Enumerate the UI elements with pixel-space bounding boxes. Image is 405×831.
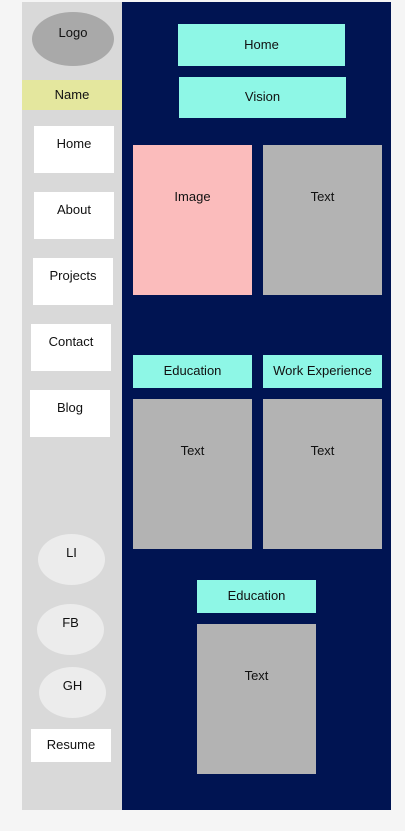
sidebar: Logo Name Home About Projects Contact Bl… xyxy=(22,2,122,810)
nav-contact-button[interactable]: Contact xyxy=(31,324,111,371)
logo[interactable]: Logo xyxy=(32,12,114,66)
home-button[interactable]: Home xyxy=(178,24,345,66)
main-content: Home Vision Image Text Education Work Ex… xyxy=(122,2,391,810)
nav-about-button[interactable]: About xyxy=(34,192,114,239)
work-experience-header[interactable]: Work Experience xyxy=(263,355,382,388)
bottom-education-header[interactable]: Education xyxy=(197,580,316,613)
hero-image-placeholder: Image xyxy=(133,145,252,295)
nav-blog-button[interactable]: Blog xyxy=(30,390,110,437)
hero-text-block: Text xyxy=(263,145,382,295)
education-text-block: Text xyxy=(133,399,252,549)
bottom-text-block: Text xyxy=(197,624,316,774)
nav-projects-button[interactable]: Projects xyxy=(33,258,113,305)
nav-home-button[interactable]: Home xyxy=(34,126,114,173)
name-label: Name xyxy=(22,80,122,110)
resume-button[interactable]: Resume xyxy=(31,729,111,762)
work-experience-text-block: Text xyxy=(263,399,382,549)
facebook-icon[interactable]: FB xyxy=(37,604,104,655)
vision-button[interactable]: Vision xyxy=(179,77,346,118)
education-header[interactable]: Education xyxy=(133,355,252,388)
github-icon[interactable]: GH xyxy=(39,667,106,718)
linkedin-icon[interactable]: LI xyxy=(38,534,105,585)
page-frame: Logo Name Home About Projects Contact Bl… xyxy=(22,2,391,810)
